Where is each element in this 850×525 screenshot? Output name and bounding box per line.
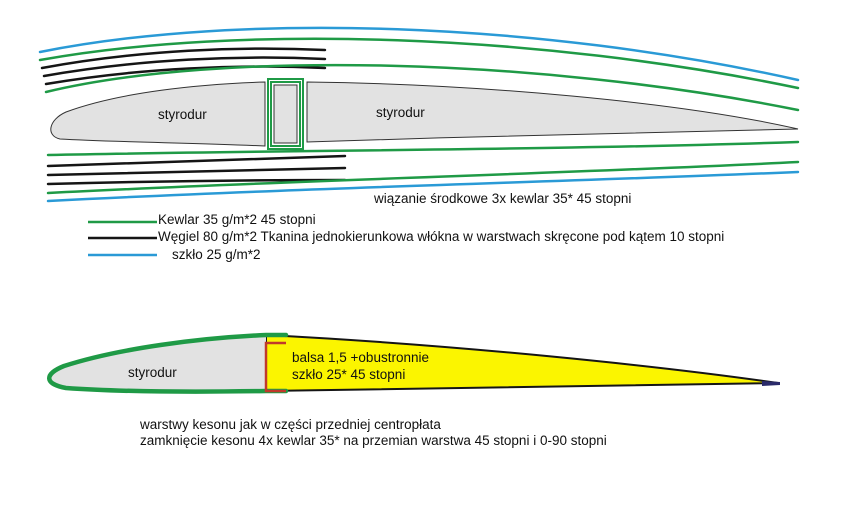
lower-core <box>49 335 267 392</box>
legend-label-kevlar: Kewlar 35 g/m*2 45 stopni <box>158 212 316 227</box>
upper-core-front-label: styrodur <box>158 107 207 122</box>
lower-spar-cap <box>264 341 286 393</box>
carbon-layer-bottom-3 <box>46 178 347 186</box>
glass-layer-bottom <box>46 170 800 203</box>
central-spar <box>267 78 304 150</box>
caisson-note-line1: warstwy kesonu jak w części przedniej ce… <box>140 417 441 432</box>
spar-kevlar-ply-2 <box>270 81 301 147</box>
carbon-layer-top-1 <box>40 47 327 70</box>
spar-kevlar-ply-3 <box>273 84 298 144</box>
lower-kevlar-nose-skin <box>47 332 289 394</box>
upper-core-rear <box>306 81 799 143</box>
lower-trailing-edge-tip <box>762 381 780 386</box>
carbon-layer-bottom-2 <box>46 166 347 177</box>
kevlar-layer-bottom-outer <box>46 160 800 195</box>
spar-kevlar-ply-1 <box>267 78 304 150</box>
carbon-layer-bottom-1 <box>46 154 347 168</box>
kevlar-layer-top-outer <box>38 37 800 90</box>
upper-skin-layers <box>38 26 800 203</box>
legend-label-carbon: Węgiel 80 g/m*2 Tkanina jednokierunkowa … <box>158 229 725 244</box>
upper-core-front <box>50 81 266 147</box>
kevlar-layer-bottom-inner <box>46 140 800 157</box>
legend-label-glass: szkło 25 g/m*2 <box>172 247 261 262</box>
carbon-layer-top-2 <box>42 56 327 78</box>
balsa-label-line1: balsa 1,5 +obustronnie <box>292 350 429 365</box>
caisson-note-line2: zamknięcie kesonu 4x kewlar 35* na przem… <box>140 433 607 448</box>
upper-core-rear-label: styrodur <box>376 105 425 120</box>
glass-layer-top <box>38 26 800 82</box>
kevlar-layer-top-inner <box>44 63 800 112</box>
carbon-layer-top-3 <box>44 65 327 86</box>
lower-core-label: styrodur <box>128 365 177 380</box>
balsa-label-line2: szkło 25* 45 stopni <box>292 367 406 382</box>
spar-caption: wiązanie środkowe 3x kewlar 35* 45 stopn… <box>374 191 632 206</box>
